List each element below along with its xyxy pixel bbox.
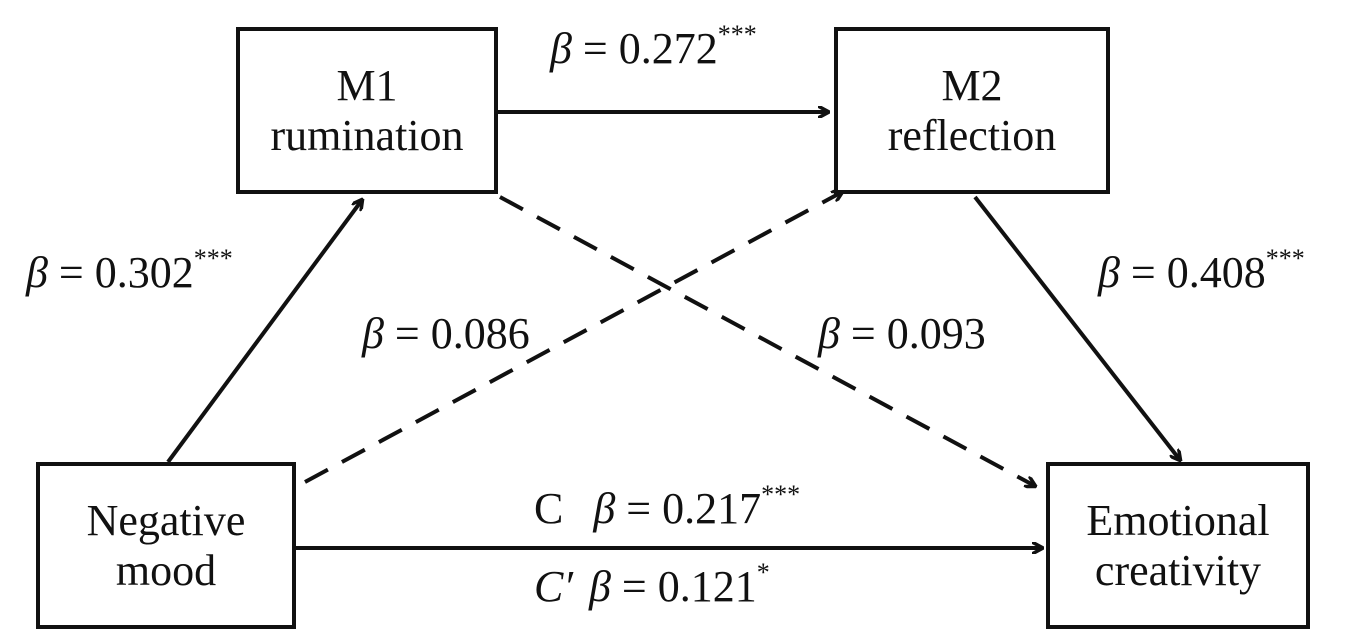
edge-m2-to-emotional-creativity xyxy=(973,195,1180,460)
node-m2-label: M2 xyxy=(941,60,1003,110)
label-m1-to-emotional-creativity: β = 0.093 xyxy=(818,309,986,358)
node-m1-rumination: M1 rumination xyxy=(236,27,498,194)
node-m1-sublabel: rumination xyxy=(270,110,464,160)
label-m1-to-m2: β = 0.272*** xyxy=(550,20,757,74)
label-m2-to-emotional-creativity: β = 0.408*** xyxy=(1098,244,1305,298)
label-negative-mood-to-m1: β = 0.302*** xyxy=(26,244,233,298)
edge-m1-to-emotional-creativity xyxy=(499,195,1035,486)
node-negative-mood-line1: Negative xyxy=(86,495,246,545)
edge-negative-mood-to-m2 xyxy=(304,192,842,484)
node-m1-label: M1 xyxy=(336,60,398,110)
node-negative-mood: Negative mood xyxy=(36,462,296,629)
node-m2-reflection: M2 reflection xyxy=(834,27,1110,194)
node-m2-sublabel: reflection xyxy=(887,110,1057,160)
label-negative-mood-to-m2: β = 0.086 xyxy=(362,309,530,358)
label-direct-effect: C′β = 0.121* xyxy=(534,558,770,612)
node-negative-mood-line2: mood xyxy=(115,545,217,595)
node-emotional-creativity: Emotional creativity xyxy=(1046,462,1310,629)
node-emotional-creativity-line2: creativity xyxy=(1094,545,1262,595)
edge-negative-mood-to-m1 xyxy=(166,200,362,464)
node-emotional-creativity-line1: Emotional xyxy=(1086,495,1270,545)
